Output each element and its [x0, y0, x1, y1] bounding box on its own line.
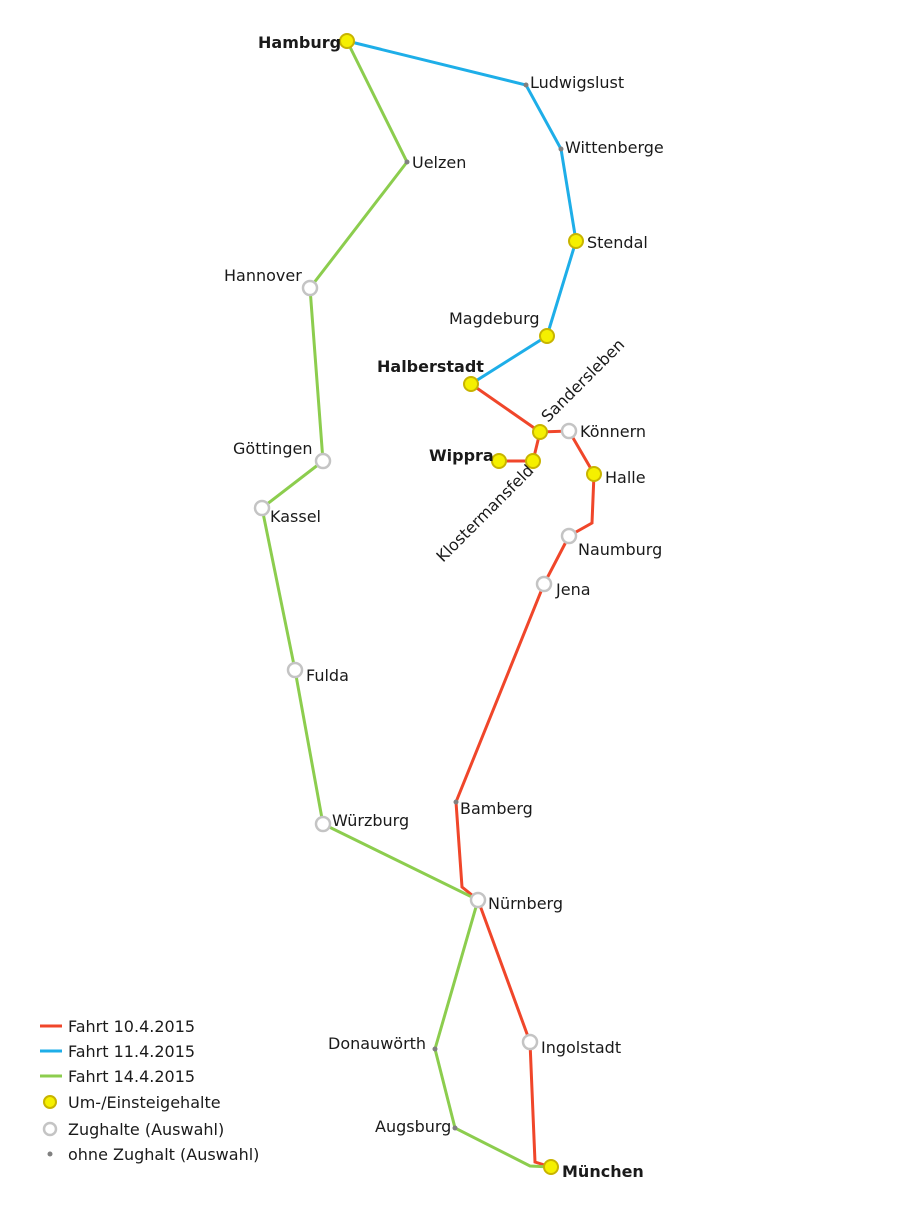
label-ingolstadt: Ingolstadt: [541, 1038, 621, 1057]
label-naumburg: Naumburg: [578, 540, 662, 559]
stop-goettingen: [314, 452, 332, 470]
stop-halle: [586, 466, 602, 482]
route-blue: [346, 39, 578, 386]
label-halberstadt: Halberstadt: [377, 357, 484, 376]
legend-blue-label: Fahrt 11.4.2015: [68, 1042, 195, 1061]
stop-muenchen: [543, 1159, 559, 1175]
pass-wittenberge: [558, 146, 564, 152]
stop-koennern: [560, 422, 578, 440]
label-donauwoerth: Donauwörth: [328, 1034, 426, 1053]
stop-klostermansfeld: [525, 453, 541, 469]
stop-naumburg: [560, 527, 578, 545]
stop-hamburg: [339, 33, 355, 49]
stop-jena: [535, 575, 553, 593]
stop-halberstadt: [463, 376, 479, 392]
label-halle: Halle: [605, 468, 646, 487]
stop-magdeburg: [539, 328, 555, 344]
label-koennern: Könnern: [580, 422, 646, 441]
label-ludwigslust: Ludwigslust: [530, 73, 624, 92]
label-sandersleben: Sandersleben: [537, 335, 628, 426]
pass-ludwigslust: [523, 82, 529, 88]
route-green: [260, 40, 552, 1169]
pass-bamberg: [453, 799, 459, 805]
label-hannover: Hannover: [224, 266, 302, 285]
stop-ingolstadt: [521, 1033, 539, 1051]
label-augsburg: Augsburg: [375, 1117, 451, 1136]
label-klostermansfeld: Klostermansfeld: [432, 461, 537, 566]
stop-nuernberg: [469, 891, 487, 909]
label-muenchen: München: [562, 1162, 644, 1181]
label-kassel: Kassel: [270, 507, 321, 526]
legend-stop-label: Zughalte (Auswahl): [68, 1120, 224, 1139]
legend-transfer-label: Um-/Einsteigehalte: [68, 1093, 221, 1112]
label-hamburg: Hamburg: [258, 33, 341, 52]
label-bamberg: Bamberg: [460, 799, 533, 818]
legend-nostop-label: ohne Zughalt (Auswahl): [68, 1145, 259, 1164]
stop-wippra: [491, 453, 507, 469]
legend-green-label: Fahrt 14.4.2015: [68, 1067, 195, 1086]
stop-hannover: [301, 279, 319, 297]
stop-wuerzburg: [314, 815, 332, 833]
route-red: [470, 382, 542, 463]
label-stendal: Stendal: [587, 233, 648, 252]
pass-donauwoerth: [432, 1046, 438, 1052]
label-uelzen: Uelzen: [412, 153, 466, 172]
legend-transfer-swatch: [43, 1095, 57, 1109]
label-wippra: Wippra: [429, 446, 494, 465]
legend-red-label: Fahrt 10.4.2015: [68, 1017, 195, 1036]
pass-augsburg: [452, 1125, 458, 1131]
label-goettingen: Göttingen: [233, 439, 312, 458]
label-wuerzburg: Würzburg: [332, 811, 409, 830]
stop-kassel: [253, 499, 271, 517]
legend-stop-swatch: [42, 1121, 58, 1137]
stop-sandersleben: [532, 424, 548, 440]
label-magdeburg: Magdeburg: [449, 309, 540, 328]
label-wittenberge: Wittenberge: [565, 138, 664, 157]
label-jena: Jena: [555, 580, 591, 599]
legend-nostop-swatch: [47, 1151, 53, 1157]
label-fulda: Fulda: [306, 666, 349, 685]
stop-stendal: [568, 233, 584, 249]
legend: Fahrt 10.4.2015 Fahrt 11.4.2015 Fahrt 14…: [40, 1017, 259, 1164]
pass-uelzen: [404, 159, 410, 165]
label-nuernberg: Nürnberg: [488, 894, 563, 913]
route-red-2: [454, 429, 596, 1169]
stop-fulda: [286, 661, 304, 679]
